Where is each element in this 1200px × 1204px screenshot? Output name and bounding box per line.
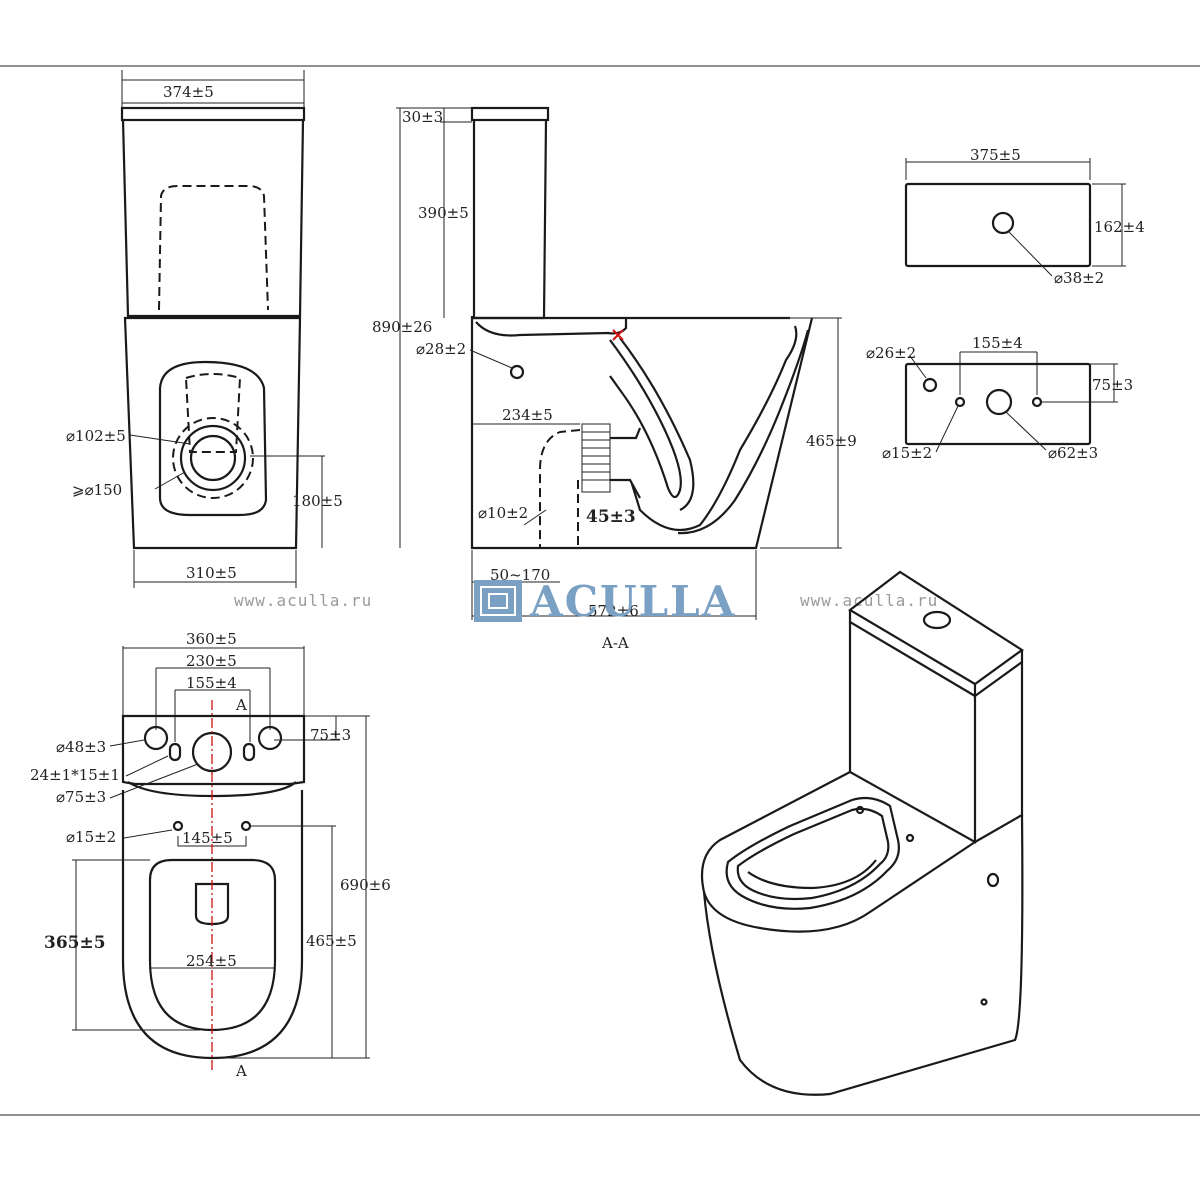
brand-logo: ACULLA: [474, 577, 736, 626]
plan-slot-size-label: 24±1*15±1: [30, 766, 120, 784]
side-depth-label: 572±6: [588, 602, 639, 620]
plan-tank-offset-label: 75±3: [310, 726, 351, 744]
plan-seat-width-label: 254±5: [186, 952, 237, 970]
toilet-3d-view: [700, 570, 1024, 1096]
plan-hole-spacing-inner-label: 155±4: [186, 674, 237, 692]
side-total-height-label: 890±26: [372, 318, 432, 336]
brand-name: ACULLA: [529, 577, 736, 626]
plan-seat-hole-label: ⌀15±2: [66, 828, 116, 846]
front-view: 374±5 ⌀102±5 ⩾⌀150 180±5 310±5: [66, 70, 343, 588]
front-outlet-diameter-label: ⌀102±5: [66, 427, 126, 445]
plan-hole-large-label: ⌀48±3: [56, 738, 106, 756]
side-outlet-tolerance-label: 45±3: [586, 507, 636, 527]
side-tank-height-label: 390±5: [418, 204, 469, 222]
front-width-bottom-label: 310±5: [186, 564, 237, 582]
side-outlet-distance-label: 234±5: [502, 406, 553, 424]
plan-overall-width-label: 360±5: [186, 630, 237, 648]
plan-bowl-length-label: 465±5: [306, 932, 357, 950]
tank-top-width-label: 375±5: [970, 146, 1021, 164]
front-width-top-label: 374±5: [163, 83, 214, 101]
front-outlet-height-label: 180±5: [292, 492, 343, 510]
watermark-right: www.aculla.ru: [800, 591, 938, 610]
tank-bottom-small-hole-label: ⌀15±2: [882, 444, 932, 462]
tank-top-depth-label: 162±4: [1094, 218, 1145, 236]
side-bolt-diameter-label: ⌀10±2: [478, 504, 528, 522]
cut-mark-top: A: [235, 696, 247, 714]
front-clearance-label: ⩾⌀150: [72, 481, 122, 499]
watermark-left: www.aculla.ru: [234, 591, 372, 610]
tank-bottom-center-hole-label: ⌀62±3: [1048, 444, 1098, 462]
plan-view: 360±5 230±5 155±4 ⌀48±3 24±1*15±1 ⌀75±3 …: [30, 630, 391, 1080]
tank-bottom-offset-label: 75±3: [1092, 376, 1133, 394]
plan-overall-length-label: 690±6: [340, 876, 391, 894]
side-section-view: 30±3 390±5 890±26 ⌀28±2 234±5: [372, 106, 857, 652]
side-bowl-height-label: 465±9: [806, 432, 857, 450]
tank-bottom-spacing-label: 155±4: [972, 334, 1023, 352]
plan-hole-spacing-outer-label: 230±5: [186, 652, 237, 670]
side-inlet-diameter-label: ⌀28±2: [416, 340, 466, 358]
outlet-connector: [581, 423, 611, 493]
tank-bottom-view: ⌀26±2 155±4 75±3 ⌀15±2 ⌀62±3: [866, 334, 1133, 462]
tank-top-button-label: ⌀38±2: [1054, 269, 1104, 287]
tank-top-view: 375±5 162±4 ⌀38±2: [904, 146, 1145, 287]
section-label: A-A: [601, 634, 629, 652]
plan-center-hole-label: ⌀75±3: [56, 788, 106, 806]
side-lid-thickness-label: 30±3: [402, 108, 443, 126]
plan-seat-hole-spacing-label: 145±5: [182, 829, 233, 847]
plan-seat-length-label: 365±5: [44, 933, 106, 953]
side-offset-range-label: 50~170: [490, 566, 550, 584]
tank-bottom-hole-left-label: ⌀26±2: [866, 344, 916, 362]
cut-mark-bottom: A: [235, 1062, 247, 1080]
